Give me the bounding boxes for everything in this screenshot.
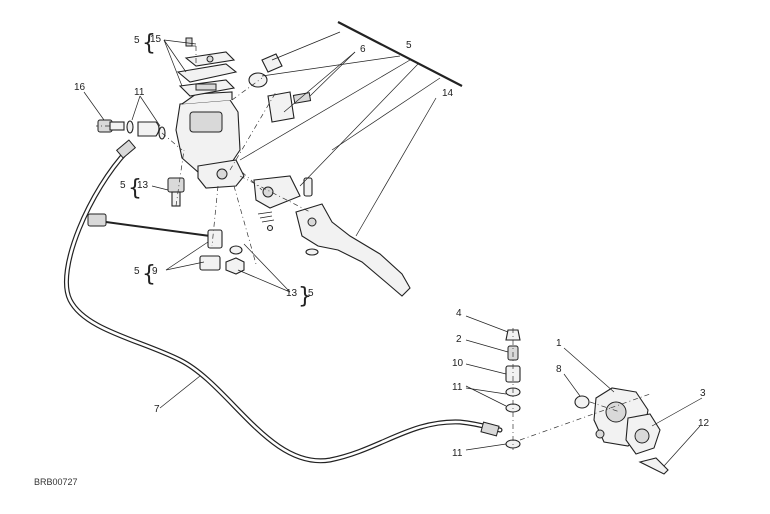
label-5-prefix-15: 5: [134, 35, 140, 46]
bleed-valve-stack: [505, 328, 521, 450]
slave-cylinder: [519, 387, 669, 475]
label-8: 8: [556, 364, 562, 375]
master-cylinder-body: [175, 91, 245, 189]
handlebar-clamp: [267, 91, 312, 123]
label-13-upper: 13: [137, 180, 149, 191]
label-7: 7: [154, 404, 160, 415]
label-15: 15: [150, 34, 162, 45]
label-5-suffix-13: 5: [308, 288, 314, 299]
label-14: 14: [442, 88, 454, 99]
clutch-hose: [63, 139, 503, 464]
banjo-bolt: [97, 119, 166, 140]
label-9: 9: [152, 266, 158, 277]
label-6: 6: [360, 44, 366, 55]
brace-symbol: {: [142, 262, 156, 287]
label-5-prefix-13: 5: [120, 180, 126, 191]
brace-symbol: {: [128, 176, 142, 201]
leader-lines: [83, 31, 703, 467]
label-11-low: 11: [452, 448, 463, 459]
label-11-top: 11: [134, 87, 145, 98]
label-12: 12: [698, 418, 710, 429]
label-5-prefix-9: 5: [134, 266, 140, 277]
label-4: 4: [456, 308, 462, 319]
mirror-bolt: [248, 53, 283, 88]
drawing-code: BRB00727: [34, 477, 78, 487]
label-13-lower: 13: [286, 288, 298, 299]
label-1: 1: [556, 338, 562, 349]
lever-bracket: [253, 175, 313, 232]
reservoir-cap: [176, 37, 238, 97]
brace-symbol: {: [142, 31, 156, 56]
label-10: 10: [452, 358, 464, 369]
callout-labels: 5 { 15 6 5 14 16 11 5 { 13 5 { 9 13 } 5 …: [34, 31, 710, 487]
clutch-lever: [295, 203, 411, 297]
clutch-switch: [87, 213, 245, 275]
label-11-mid: 11: [452, 382, 463, 393]
label-5-top: 5: [406, 40, 412, 51]
label-16: 16: [74, 82, 86, 93]
group-bracket-line: [337, 21, 463, 87]
label-3: 3: [700, 388, 706, 399]
label-2: 2: [456, 334, 462, 345]
assembly-lines-top: [96, 46, 311, 265]
bolt: [167, 177, 185, 207]
brace-symbol: }: [298, 284, 312, 309]
